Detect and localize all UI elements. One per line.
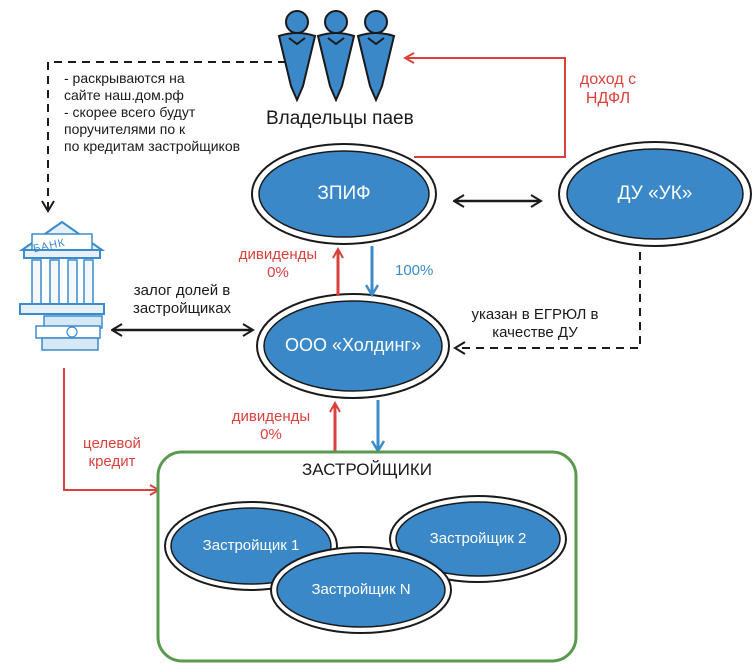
- ndfl-note: доход с НДФЛ: [568, 70, 648, 108]
- bank-note-line: - раскрываются на: [64, 70, 185, 86]
- credit-note: целевой кредит: [72, 435, 152, 471]
- bank-note-line: по кредитам застройщиков: [64, 138, 241, 154]
- share-percent-label: 100%: [395, 262, 434, 279]
- owners-icon: [277, 10, 396, 103]
- developers-title: ЗАСТРОЙЩИКИ: [301, 460, 432, 479]
- bank-note-line: поручителями по к: [64, 121, 186, 137]
- holding-node: [256, 293, 450, 399]
- developer-n-label: Застройщик N: [311, 581, 411, 598]
- credit-note-line: целевой: [83, 435, 141, 452]
- dividends-top-line: 0%: [267, 264, 289, 281]
- owners-label: Владельцы паев: [266, 108, 414, 129]
- bank-icon: [18, 220, 106, 351]
- egrul-note: указан в ЕГРЮЛ в качестве ДУ: [455, 306, 615, 342]
- owners-to-bank-dashed-arrow: [41, 61, 286, 213]
- egrul-note-line: указан в ЕГРЮЛ в: [471, 306, 599, 323]
- holding-label: ООО «Холдинг»: [284, 335, 421, 355]
- zpif-node: [251, 143, 437, 245]
- credit-note-line: кредит: [88, 453, 136, 470]
- bank-note: - раскрываются на сайте наш.дом.рф - ско…: [64, 70, 240, 155]
- dividends-bottom-note: дивиденды 0%: [221, 408, 321, 444]
- pledge-note: залог долей в застройщиках: [122, 282, 242, 318]
- bank-note-line: - скорее всего будут: [64, 104, 196, 120]
- ndfl-note-line: НДФЛ: [585, 90, 631, 107]
- developer-1-label: Застройщик 1: [202, 537, 300, 554]
- dividends-bottom-line: 0%: [260, 426, 282, 443]
- zpif-label: ЗПИФ: [317, 183, 371, 204]
- dividends-bottom-line: дивиденды: [231, 408, 311, 425]
- developer-2-label: Застройщик 2: [429, 530, 527, 547]
- egrul-note-line: качестве ДУ: [492, 324, 578, 341]
- du-label: ДУ «УК»: [617, 183, 693, 204]
- developer-n-node: [270, 546, 452, 634]
- developer-2-node: [389, 495, 567, 583]
- ndfl-note-line: доход с: [579, 71, 637, 88]
- du-to-holding-dashed-arrow: [453, 252, 641, 355]
- pledge-note-line: залог долей в: [133, 282, 231, 299]
- bank-to-developers-credit-arrow: [63, 368, 158, 490]
- bank-note-line: сайте наш.дом.рф: [64, 87, 184, 103]
- dividends-top-note: дивиденды 0%: [228, 246, 328, 282]
- pledge-note-line: застройщиках: [132, 300, 232, 317]
- dividends-top-line: дивиденды: [238, 246, 318, 263]
- du-node: [558, 141, 752, 247]
- zpif-to-owners-arrow: [406, 58, 566, 158]
